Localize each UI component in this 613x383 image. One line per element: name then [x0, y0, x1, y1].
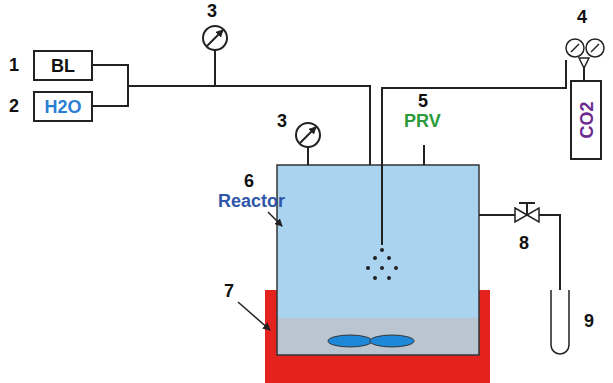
callout-number: 2 [9, 97, 19, 115]
sampling-line [479, 203, 560, 290]
callout-number: 4 [577, 8, 587, 26]
callout-number: 7 [224, 282, 234, 300]
callout-number: 3 [207, 2, 217, 20]
reactor-bottom [278, 318, 478, 354]
node-label: H2O [44, 98, 81, 116]
stirrer [328, 335, 414, 347]
callout-number: 1 [9, 56, 19, 74]
sample-tube [551, 290, 569, 354]
callout-number: 6 [244, 172, 254, 190]
valve [515, 208, 539, 222]
node-label: CO2 [577, 101, 595, 138]
callout-number: 3 [277, 112, 287, 130]
feed-box: BL [33, 50, 93, 81]
relief-valve-pipe [423, 145, 425, 165]
callout-number: 8 [519, 234, 529, 252]
co2-line [382, 60, 584, 245]
callout-number: 5 [418, 92, 428, 110]
part-label: Reactor [218, 192, 285, 210]
leader-arrow [238, 302, 270, 330]
leader-arrow [268, 212, 282, 226]
node-label: BL [51, 57, 75, 75]
pressure-gauge [203, 26, 227, 86]
valve-label: PRV [404, 112, 441, 130]
gas-bubbles [366, 248, 398, 280]
reactor-vessel [277, 165, 479, 355]
feed-box: H2O [33, 91, 93, 122]
callout-number: 9 [584, 312, 594, 330]
gas-cylinder: CO2 [570, 80, 602, 160]
gas-regulator [566, 39, 604, 68]
pressure-gauge [296, 123, 320, 165]
